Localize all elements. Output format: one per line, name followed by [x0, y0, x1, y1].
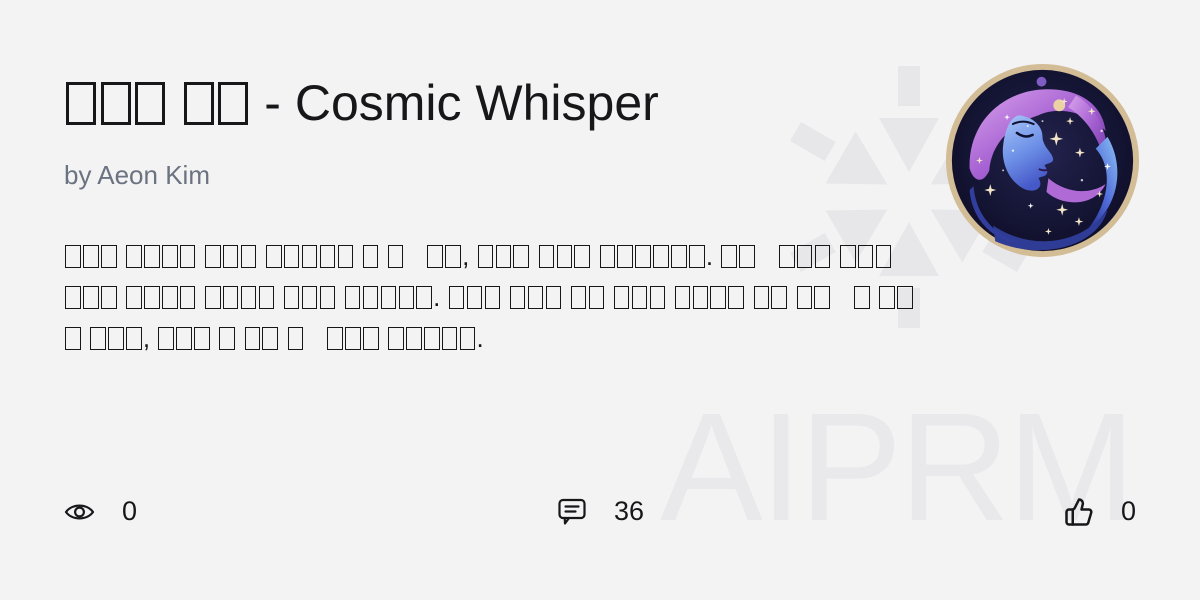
views-stat: 0 — [64, 496, 137, 527]
views-count: 0 — [122, 496, 138, 526]
prompt-author: by Aeon Kim — [64, 160, 210, 190]
likes-count: 0 — [1120, 496, 1136, 526]
likes-stat[interactable]: 0 — [1064, 496, 1136, 527]
thumbs-up-icon — [1065, 497, 1093, 526]
aiprm-text-watermark: AIPRM — [660, 381, 1136, 553]
comments-stat[interactable]: 36 — [557, 496, 644, 527]
prompt-title: - Cosmic Whisper — [64, 74, 922, 132]
comments-count: 36 — [613, 496, 645, 526]
comment-icon — [558, 498, 586, 525]
stats-bar: 0 36 0 — [64, 496, 1136, 527]
prompt-content: - Cosmic Whisper by Aeon Kim , . . , . — [64, 74, 922, 385]
prompt-description: , . . , . — [64, 236, 922, 359]
eye-icon — [64, 504, 95, 519]
cosmic-whisper-logo — [944, 62, 1141, 259]
